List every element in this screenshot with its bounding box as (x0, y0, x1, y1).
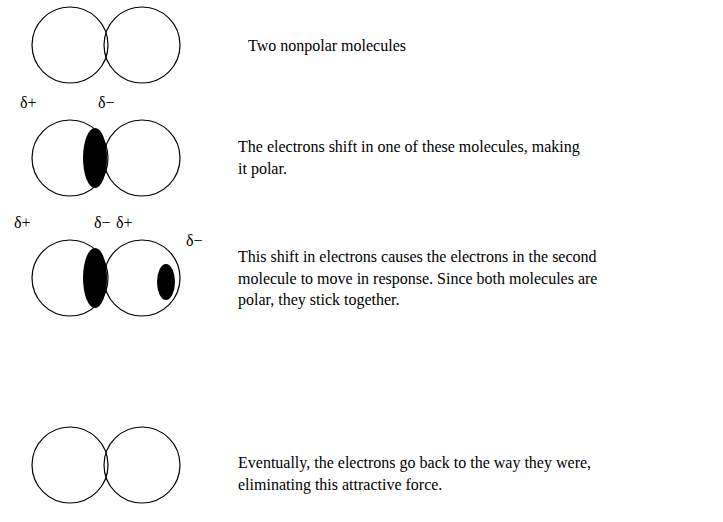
description-text: This shift in electrons causes the elect… (238, 246, 623, 311)
electron-cloud (83, 128, 107, 188)
charge-label: δ+ (20, 92, 37, 114)
molecule-circle (32, 427, 108, 503)
molecule-circle (32, 7, 108, 83)
charge-label: δ− (94, 212, 111, 234)
molecule-circle (32, 120, 108, 196)
charge-label: δ− (186, 230, 203, 252)
description-text: Eventually, the electrons go back to the… (238, 452, 610, 495)
molecule-circle (104, 7, 180, 83)
electron-cloud (83, 248, 107, 308)
electron-cloud (157, 264, 175, 300)
molecule-circle (104, 120, 180, 196)
description-text: Two nonpolar molecules (248, 35, 406, 57)
molecule-circle (104, 427, 180, 503)
charge-label: δ+ (14, 212, 31, 234)
molecule-circle (32, 240, 108, 316)
charge-label: δ− (98, 92, 115, 114)
charge-label: δ+ (116, 212, 133, 234)
molecule-circle (104, 240, 180, 316)
description-text: The electrons shift in one of these mole… (238, 136, 583, 179)
